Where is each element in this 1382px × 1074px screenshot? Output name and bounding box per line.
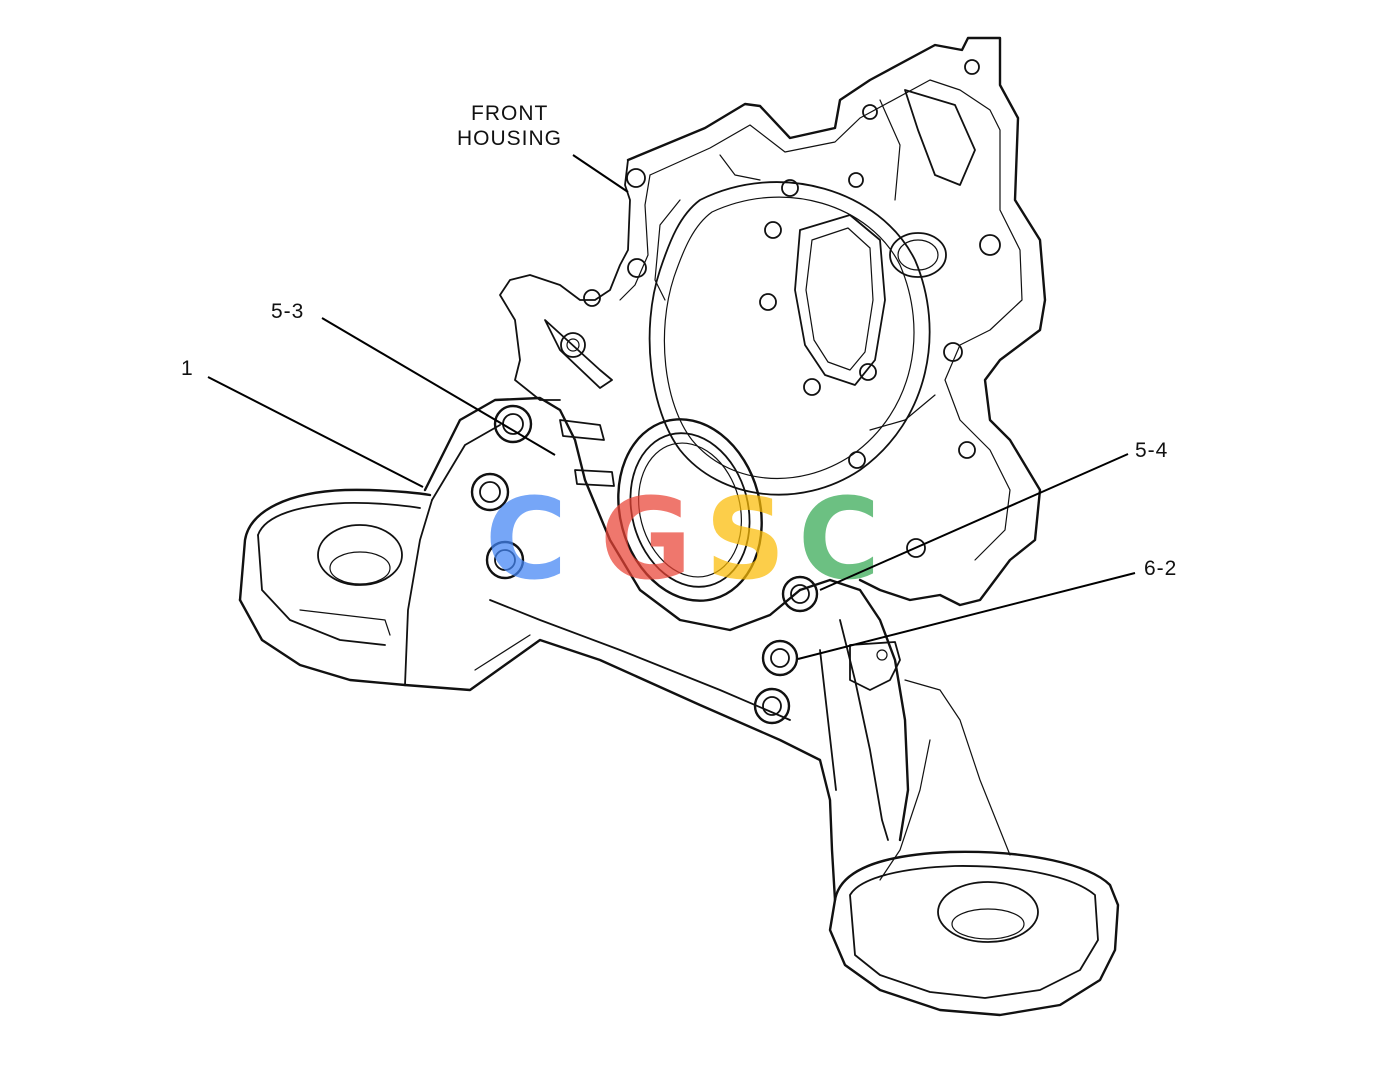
label-part-5-3: 5-3	[271, 300, 304, 323]
leader-part-1	[207, 376, 424, 488]
leader-part-5-4	[819, 453, 1129, 591]
label-part-1: 1	[181, 357, 194, 380]
front-housing-drawing	[499, 36, 1047, 607]
watermark-letter-1: C	[485, 475, 567, 605]
watermark-letter-4: C	[798, 475, 880, 605]
leader-lines	[207, 154, 1136, 660]
leader-part-6-2	[797, 572, 1136, 660]
leader-front-housing	[572, 154, 629, 193]
label-part-6-2: 6-2	[1144, 557, 1177, 580]
label-front-housing-line2: HOUSING	[457, 127, 562, 150]
watermark-letter-2: G	[600, 475, 692, 605]
leader-part-5-3	[321, 317, 556, 456]
housing-bolts	[560, 59, 1001, 558]
callout-labels: FRONT HOUSING 1 5-3 5-4 6-2	[181, 102, 1177, 580]
watermark-letter-3: S	[705, 475, 786, 605]
label-part-5-4: 5-4	[1135, 439, 1168, 462]
bracket-bolts	[470, 404, 819, 725]
mount-bracket-drawing	[238, 396, 1120, 1017]
label-front-housing-line1: FRONT	[471, 102, 548, 125]
watermark: C G S C	[485, 475, 880, 605]
